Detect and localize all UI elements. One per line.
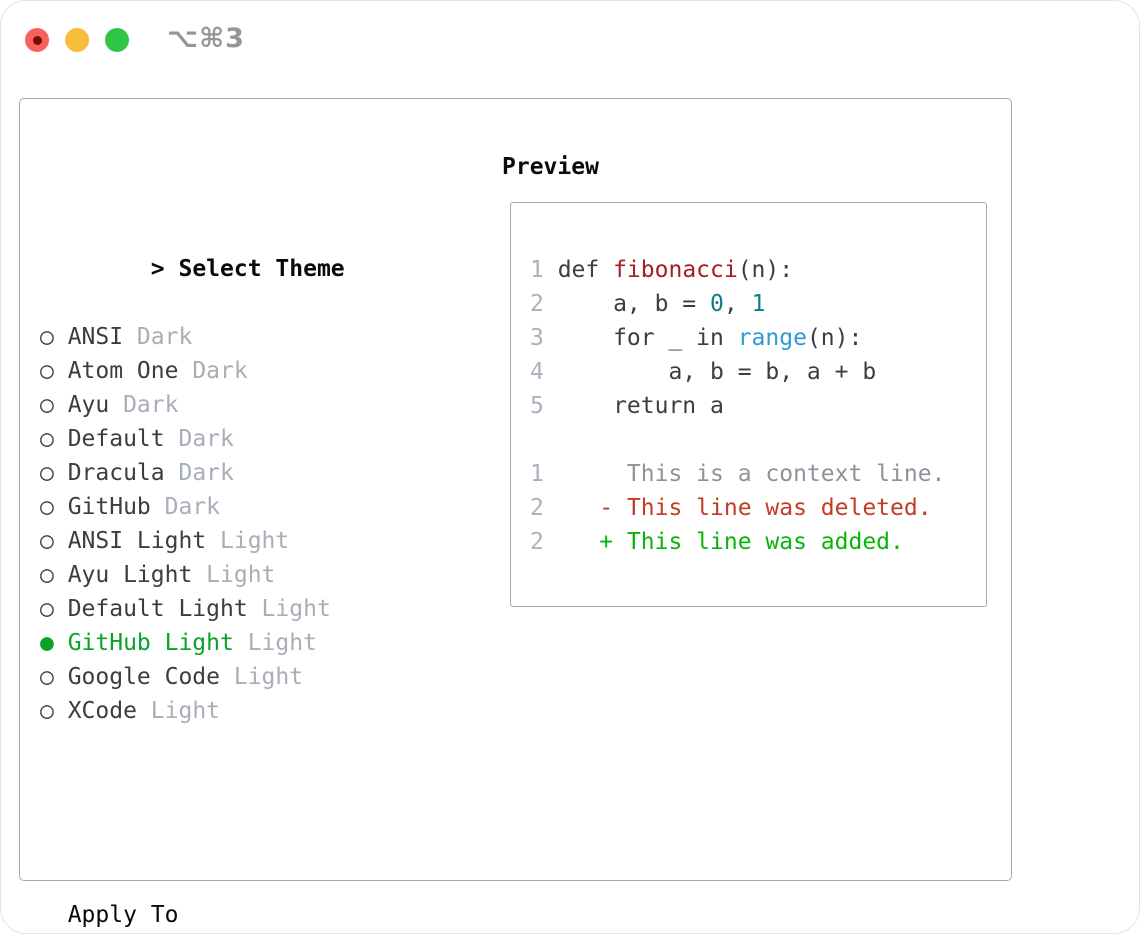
theme-option-label: GitHub: [67, 494, 151, 520]
code-token-code: (n):: [737, 257, 794, 283]
cursor-prefix: >: [150, 256, 165, 282]
code-token-func: fibonacci: [613, 257, 738, 283]
code-line: 1 def fibonacci(n):: [530, 253, 945, 287]
radio-icon: ○: [40, 494, 54, 520]
code-token-code: return a: [557, 393, 724, 419]
code-line: 3 for _ in range(n):: [530, 321, 945, 355]
code-token-code: a, b =: [557, 291, 711, 317]
radio-selected-icon: ●: [40, 630, 54, 656]
theme-option-default[interactable]: ○ Default Dark: [40, 422, 442, 456]
theme-option-label: Ayu Light: [67, 562, 193, 588]
theme-option-ansi[interactable]: ○ ANSI Dark: [40, 320, 442, 354]
code-line: 2 a, b = 0, 1: [530, 287, 945, 321]
code-line: 5 return a: [530, 389, 945, 423]
titlebar: ⌥⌘3: [1, 1, 1139, 98]
radio-icon: ○: [40, 528, 54, 554]
theme-list: ○ ANSI Dark ○ Atom One Dark ○ Ayu Dark ○ Defaul…: [40, 320, 442, 728]
variant-tag: Light: [206, 528, 290, 554]
theme-option-ayu-light[interactable]: ○ Ayu Light Light: [40, 558, 442, 592]
theme-option-label: Dracula: [67, 460, 165, 486]
preview-header: Preview: [502, 154, 599, 180]
code-line: 4 a, b = b, a + b: [530, 355, 945, 389]
apply-to-header: Apply To: [67, 902, 179, 928]
code-token-ctx: This is a context line.: [557, 461, 946, 487]
variant-tag: Dark: [178, 358, 248, 384]
line-number: 2: [530, 291, 544, 317]
theme-option-xcode[interactable]: ○ XCode Light: [40, 694, 442, 728]
theme-option-label: ANSI Light: [67, 528, 207, 554]
close-button[interactable]: [25, 28, 49, 52]
radio-icon: ○: [40, 324, 54, 350]
variant-tag: Dark: [164, 426, 234, 452]
theme-option-label: XCode: [67, 698, 137, 724]
radio-icon: ○: [40, 562, 54, 588]
theme-option-label: ANSI: [67, 324, 124, 350]
theme-option-atom-one[interactable]: ○ Atom One Dark: [40, 354, 442, 388]
code-token-add: + This line was added.: [557, 529, 904, 555]
code-token-builtin: range: [737, 325, 807, 351]
code-token-code: def: [557, 257, 614, 283]
code-token-code: ,: [723, 291, 752, 317]
radio-icon: ○: [40, 460, 54, 486]
select-theme-header: > Select Theme: [40, 218, 442, 282]
theme-column: > Select Theme ○ ANSI Dark ○ Atom One Dark ○ A…: [40, 150, 442, 933]
radio-icon: ○: [40, 426, 54, 452]
radio-icon: ○: [40, 698, 54, 724]
window-title: ⌥⌘3: [167, 23, 245, 54]
variant-tag: Light: [220, 664, 304, 690]
variant-tag: Light: [233, 630, 317, 656]
theme-option-google-code[interactable]: ○ Google Code Light: [40, 660, 442, 694]
code-token-num: 0: [710, 291, 724, 317]
theme-option-label: Default Light: [67, 596, 248, 622]
code-token-code: a, b = b, a + b: [557, 359, 877, 385]
minimize-button[interactable]: [65, 28, 89, 52]
variant-tag: Dark: [109, 392, 179, 418]
code-token-del: - This line was deleted.: [557, 495, 932, 521]
theme-option-label: Atom One: [67, 358, 179, 384]
variant-tag: Light: [136, 698, 221, 724]
theme-option-ayu[interactable]: ○ Ayu Dark: [40, 388, 442, 422]
line-number: 2: [530, 495, 544, 521]
radio-icon: ○: [40, 392, 54, 418]
line-number: 5: [530, 393, 544, 419]
radio-icon: ○: [40, 596, 54, 622]
code-line: 2 + This line was added.: [530, 525, 945, 559]
theme-option-github[interactable]: ○ GitHub Dark: [40, 490, 442, 524]
line-number: 1: [530, 461, 544, 487]
code-token-num: 1: [751, 291, 766, 317]
theme-option-ansi-light[interactable]: ○ ANSI Light Light: [40, 524, 442, 558]
theme-option-label: Default: [67, 426, 165, 452]
line-number: 2: [530, 529, 544, 555]
theme-option-default-light[interactable]: ○ Default Light Light: [40, 592, 442, 626]
maximize-button[interactable]: [105, 28, 129, 52]
theme-option-label: Ayu: [67, 392, 110, 418]
theme-option-label: Google Code: [67, 664, 221, 690]
main-panel: > Select Theme ○ ANSI Dark ○ Atom One Dark ○ A…: [19, 98, 1012, 928]
code-line: 2 - This line was deleted.: [530, 491, 945, 525]
radio-icon: ○: [40, 358, 54, 384]
code-line: 1 This is a context line.: [530, 457, 945, 491]
variant-tag: Light: [247, 596, 331, 622]
theme-option-dracula[interactable]: ○ Dracula Dark: [40, 456, 442, 490]
line-number: 1: [530, 257, 544, 283]
variant-tag: Dark: [164, 460, 234, 486]
code-token-code: (n):: [806, 325, 863, 351]
variant-tag: Light: [192, 562, 276, 588]
spacer: [40, 796, 442, 830]
line-number: 3: [530, 325, 544, 351]
select-theme-title: Select Theme: [178, 256, 345, 282]
theme-option-github-light[interactable]: ● GitHub Light Light: [40, 626, 442, 660]
theme-option-label: GitHub Light: [67, 630, 234, 656]
variant-tag: Dark: [150, 494, 221, 520]
unsaved-dot-icon: [32, 35, 42, 45]
line-number: 4: [530, 359, 544, 385]
radio-icon: ○: [40, 664, 54, 690]
code-line: [530, 423, 945, 457]
code-token-code: for _ in: [557, 325, 738, 351]
variant-tag: Dark: [123, 324, 193, 350]
